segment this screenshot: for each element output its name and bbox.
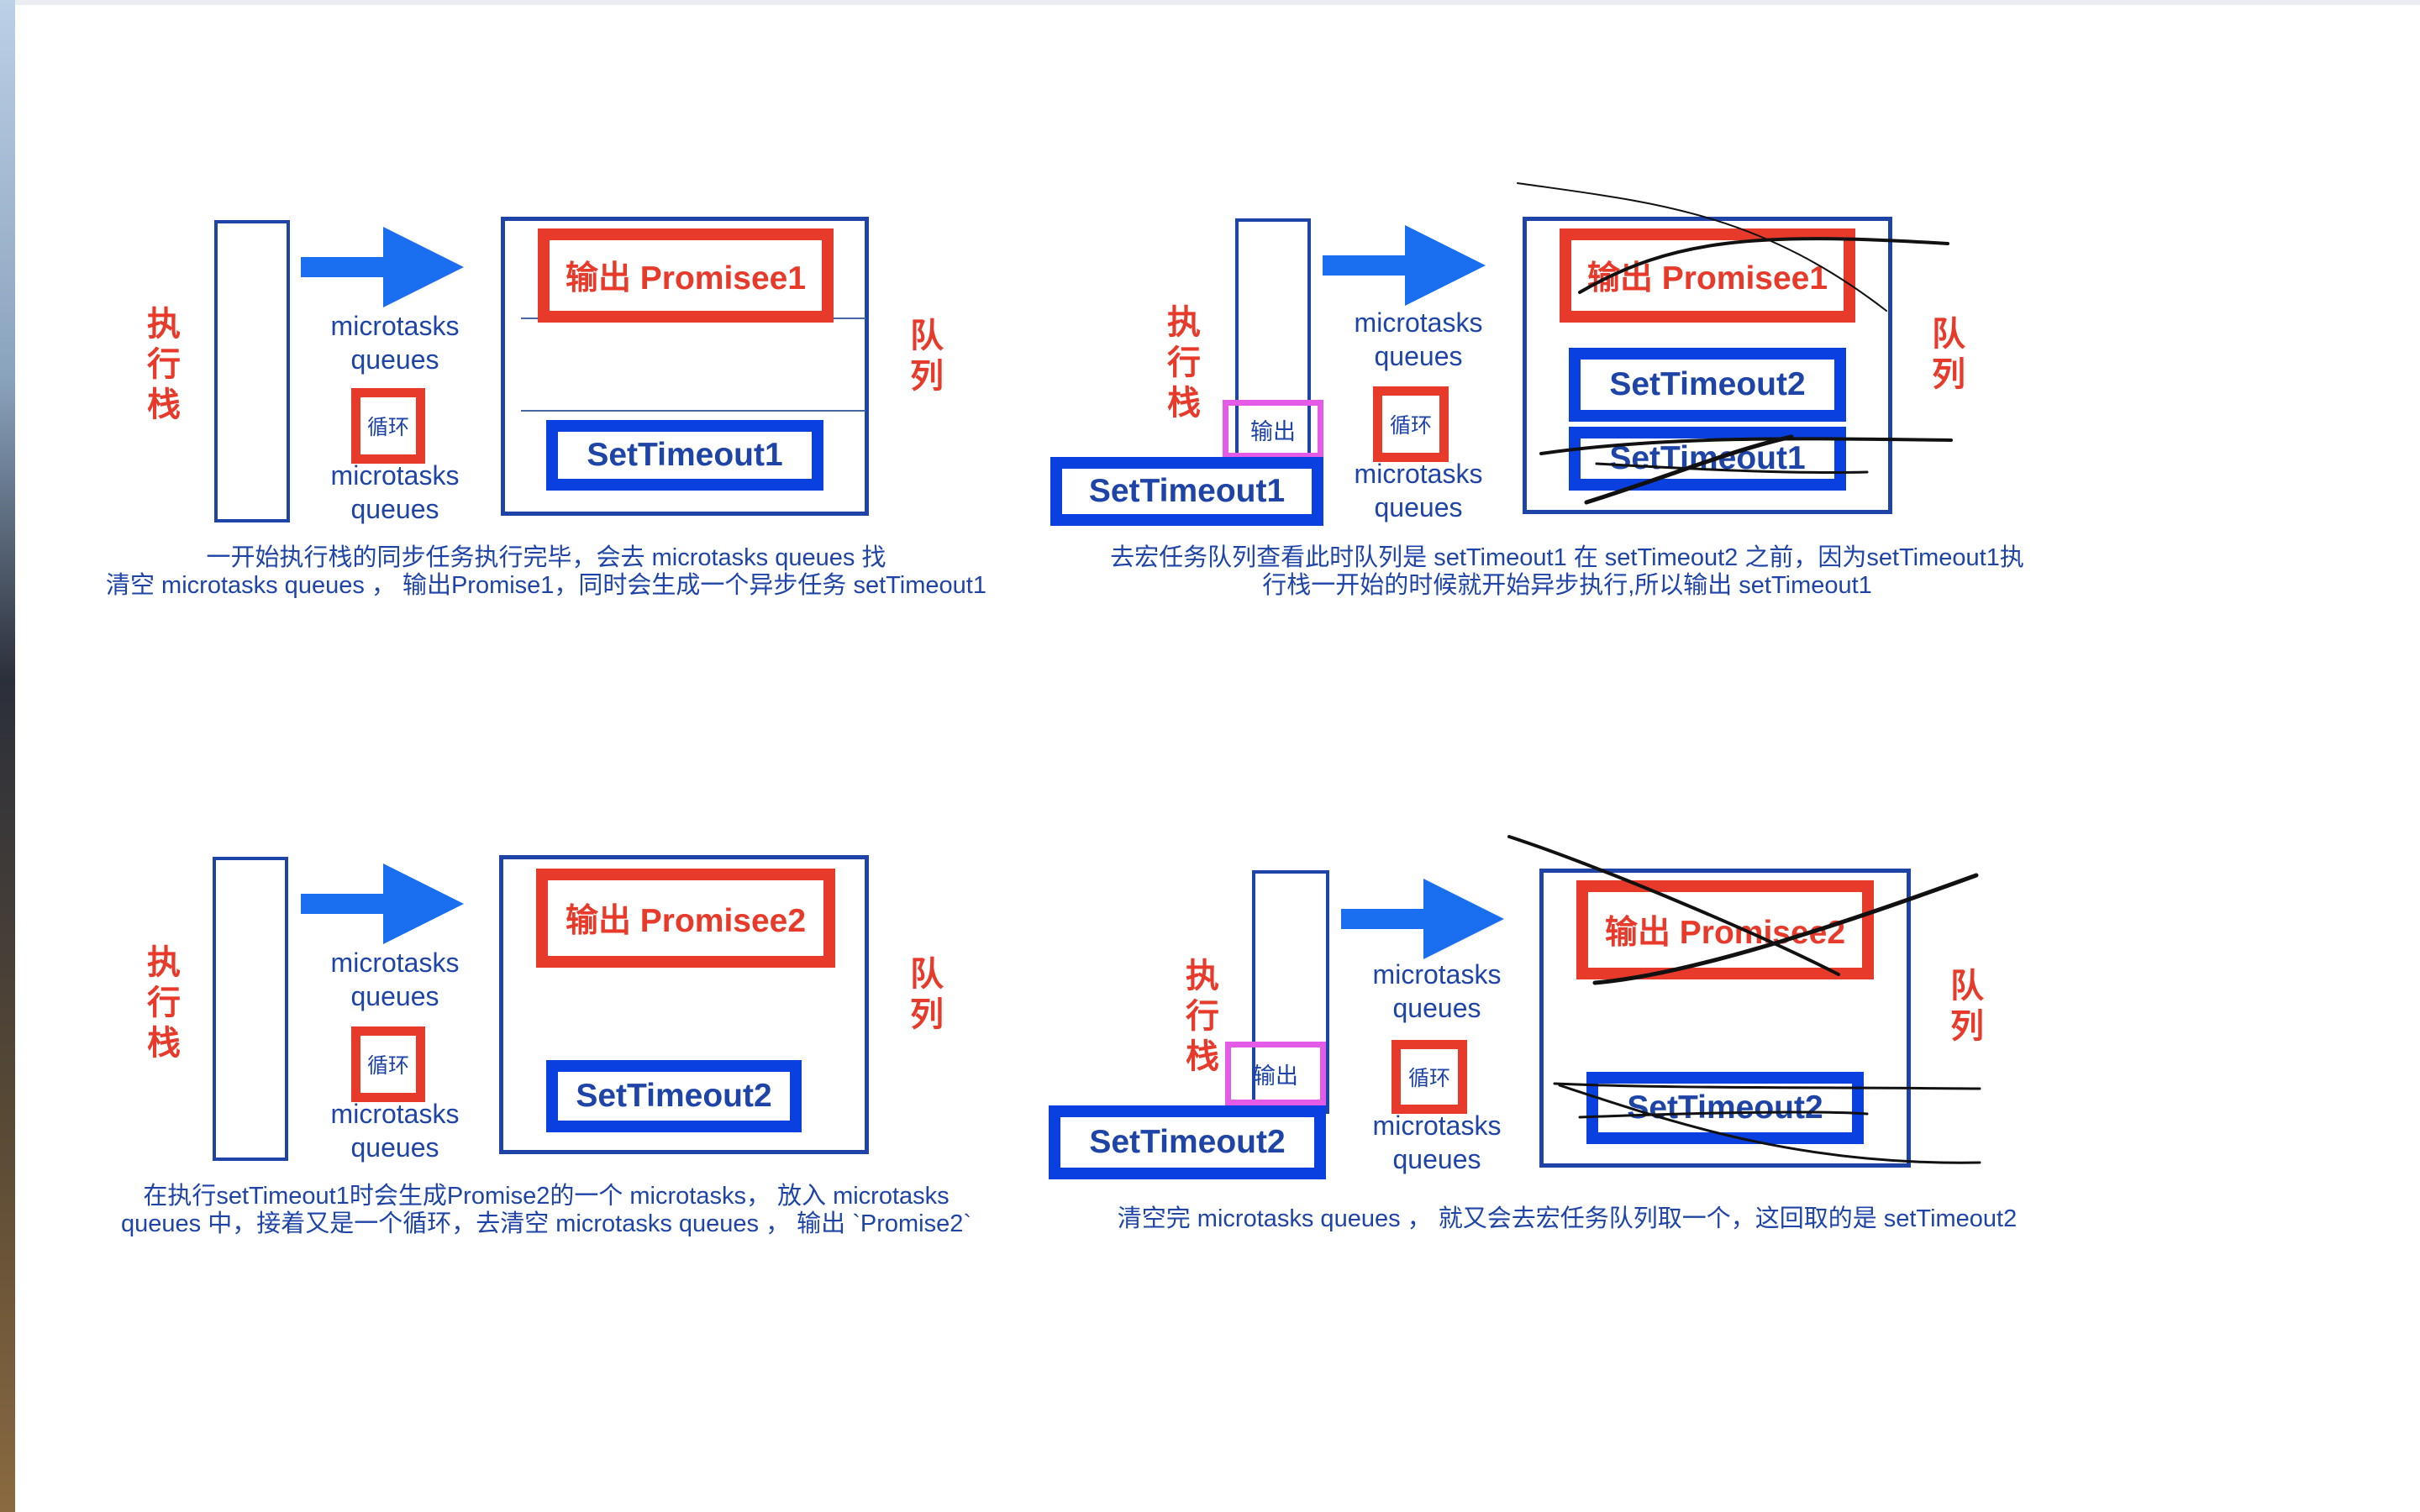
queue-divider	[521, 410, 865, 412]
loop-box: 循环	[1373, 386, 1449, 462]
queue-box	[501, 217, 869, 516]
queue-label: 队列	[1932, 316, 1965, 393]
caption-line: 一开始执行栈的同步任务执行完毕，会去 microtasks queues 找	[206, 544, 886, 571]
queue-label: 队列	[910, 956, 944, 1033]
execution-stack	[214, 220, 290, 522]
settimeout-box: SetTimeout2	[546, 1060, 802, 1132]
promise-output-box: 输出 Promisee2	[1576, 880, 1874, 979]
caption-line: 在执行setTimeout1时会生成Promise2的一个 microtasks…	[143, 1183, 950, 1210]
queue-label: 队列	[1950, 968, 1984, 1045]
stack-label: 执行栈	[147, 306, 181, 423]
settimeout-box: SetTimeout2	[1586, 1072, 1864, 1144]
execution-stack	[213, 857, 288, 1161]
settimeout2-box: SetTimeout2	[1569, 348, 1846, 422]
output-box: 输出	[1225, 1042, 1326, 1105]
caption-line: 清空完 microtasks queues ， 就又会去宏任务队列取一个，这回取…	[1117, 1205, 2018, 1232]
promise-output-box: 输出 Promisee2	[536, 869, 835, 968]
caption-line: queues 中，接着又是一个循环，去清空 microtasks queues …	[121, 1210, 971, 1237]
queue-box	[499, 855, 869, 1154]
right-arrow-icon	[1323, 225, 1486, 306]
stack-settimeout-item: SetTimeout1	[1050, 457, 1323, 526]
promise-output-box: 输出 Promisee1	[538, 228, 834, 323]
settimeout1-box: SetTimeout1	[1569, 427, 1846, 491]
right-arrow-icon	[1341, 879, 1504, 959]
caption-line: 清空 microtasks queues ， 输出Promise1，同时会生成一…	[106, 572, 986, 599]
loop-box: 循环	[351, 388, 425, 464]
window-top-edge	[0, 0, 2420, 5]
window-left-edge	[0, 0, 15, 1512]
caption-line: 去宏任务队列查看此时队列是 setTimeout1 在 setTimeout2 …	[1110, 544, 2024, 571]
caption-line: 行栈一开始的时候就开始异步执行,所以输出 setTimeout1	[1262, 572, 1872, 599]
stack-label: 执行栈	[1186, 958, 1219, 1075]
loop-box: 循环	[1392, 1040, 1467, 1114]
promise-output-box: 输出 Promisee1	[1560, 228, 1855, 323]
loop-box: 循环	[351, 1026, 425, 1102]
stack-label: 执行栈	[147, 944, 181, 1062]
settimeout-box: SetTimeout1	[546, 420, 823, 491]
right-arrow-icon	[301, 864, 464, 944]
right-arrow-icon	[301, 227, 464, 307]
stack-label: 执行栈	[1167, 304, 1201, 422]
queue-label: 队列	[910, 318, 944, 395]
stack-settimeout-item: SetTimeout2	[1049, 1105, 1326, 1179]
output-box: 输出	[1223, 400, 1323, 459]
